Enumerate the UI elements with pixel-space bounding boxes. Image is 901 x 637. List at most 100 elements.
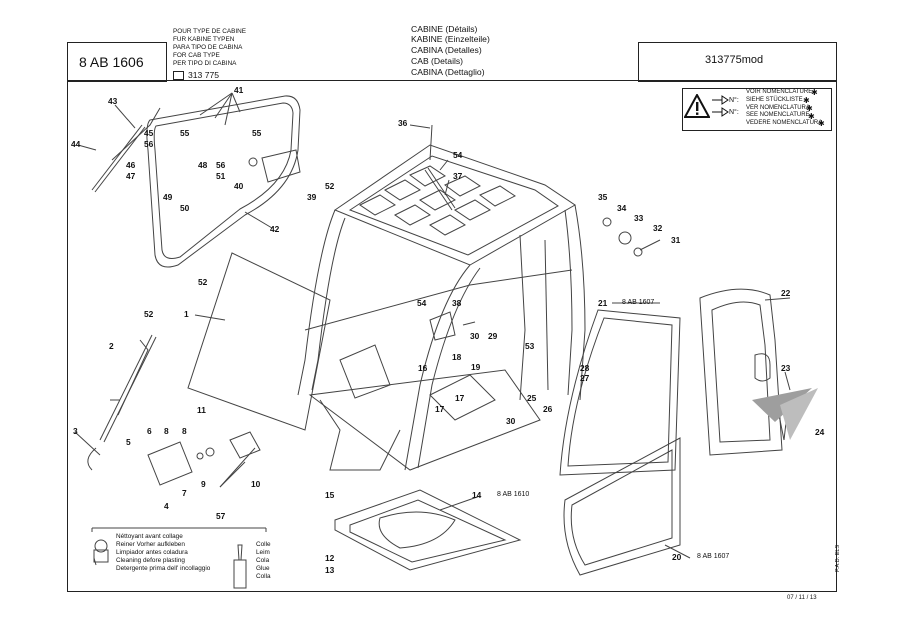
callout-54b: 54 [417, 298, 427, 308]
callout-54a: 54 [453, 150, 463, 160]
type-label-3: PARA TIPO DE CABINA [173, 44, 243, 51]
star-icon: ✱ [806, 104, 813, 113]
callout-56a: 56 [144, 139, 154, 149]
glue-label-5: Colla [256, 573, 271, 580]
callout-12: 12 [325, 553, 335, 563]
warning-line-4: SEE NOMENCLATURE [746, 112, 810, 118]
callout-55a: 55 [180, 128, 190, 138]
callout-26: 26 [543, 404, 553, 414]
callout-17a: 17 [455, 393, 465, 403]
callout-50: 50 [180, 203, 190, 213]
title-line-4: CAB (Details) [411, 56, 464, 66]
star-icon: ✱ [808, 112, 815, 121]
callout-49: 49 [163, 192, 173, 202]
callout-17b: 17 [435, 404, 445, 414]
callout-51: 51 [216, 171, 226, 181]
callout-36: 36 [398, 118, 408, 128]
cleaner-label-1: Néttoyant avant collage [116, 533, 183, 540]
callout-47: 47 [126, 171, 136, 181]
cab-frame-door-post-2 [544, 239, 549, 391]
callout-39: 39 [307, 192, 317, 202]
right-code: 313775mod [705, 54, 764, 66]
type-checkbox [173, 71, 184, 80]
glue-label-2: Leim [256, 549, 270, 556]
callout-16: 16 [418, 363, 428, 373]
cleaner-label-2: Reiner Vorher aufkleben [116, 541, 185, 548]
callout-4: 4 [164, 501, 169, 511]
callout-3: 3 [73, 426, 78, 436]
callout-30b: 30 [506, 416, 516, 426]
callout-5: 5 [126, 437, 131, 447]
type-label-4: FOR CAB TYPE [173, 52, 220, 59]
right-door-glass [559, 309, 681, 476]
callout-40: 40 [234, 181, 244, 191]
cab-frame-roof-inner [348, 155, 559, 256]
seal-strip-2 [780, 388, 818, 440]
wiper-motor [229, 431, 261, 459]
callout-22: 22 [781, 288, 791, 298]
ref-14: 8 AB 1610 [497, 491, 530, 498]
side-code: P.A.D. ELS [835, 544, 841, 572]
type-label-2: FUR KABINE TYPEN [173, 36, 235, 43]
glue-label-3: Cola [256, 557, 270, 564]
warning-triangle-icon [684, 94, 710, 118]
type-label-5: PER TIPO DI CABINA [173, 60, 237, 67]
glue-label-1: Colle [256, 541, 271, 548]
callout-53: 53 [525, 341, 535, 351]
title-line-3: CABINA (Detalles) [411, 45, 482, 55]
callout-43: 43 [108, 96, 118, 106]
callout-13: 13 [325, 565, 335, 575]
callout-11: 11 [197, 405, 206, 415]
callout-10: 10 [251, 479, 261, 489]
cab-frame-front-pillar [404, 264, 471, 471]
callout-46: 46 [126, 160, 136, 170]
callout-18: 18 [452, 352, 462, 362]
callout-19: 19 [471, 362, 481, 372]
warning-line-2: SIEHE STÜCKLISTE [746, 97, 803, 103]
callout-41: 41 [234, 85, 244, 95]
cab-frame-left-pillar-inner [311, 217, 346, 391]
cab-frame-roof [333, 144, 576, 266]
callout-57: 57 [216, 511, 226, 521]
warning-line-3: VER NOMENCLATURA [746, 105, 810, 111]
callout-56b: 56 [216, 160, 226, 170]
callout-24: 24 [815, 427, 825, 437]
title-line-2: KABINE (Einzelteile) [411, 34, 490, 44]
number-label-1: N°: [729, 97, 739, 104]
callout-25: 25 [527, 393, 537, 403]
callout-31: 31 [671, 235, 681, 245]
callout-23: 23 [781, 363, 791, 373]
callout-29: 29 [488, 331, 498, 341]
callout-28: 28 [580, 363, 590, 373]
type-value: 313 775 [188, 70, 220, 80]
title-line-5: CABINA (Dettaglio) [411, 67, 485, 77]
warning-line-5: VEDERE NOMENCLATURA [746, 120, 823, 126]
ref-21: 8 AB 1607 [622, 299, 655, 306]
side-door-frame [699, 288, 783, 456]
callout-33: 33 [634, 213, 644, 223]
diagram-frame [67, 80, 837, 592]
callout-21: 21 [598, 298, 608, 308]
callout-27: 27 [580, 373, 590, 383]
left-code-box [67, 42, 167, 82]
front-wiper-blade [99, 334, 153, 441]
callout-52a: 52 [325, 181, 335, 191]
callout-20: 20 [672, 552, 682, 562]
issue-date: 07 / 11 / 13 [787, 595, 817, 601]
callout-44: 44 [71, 139, 81, 149]
title-line-1: CABINE (Détails) [411, 24, 478, 34]
callout-6: 6 [147, 426, 152, 436]
number-label-2: N°: [729, 109, 739, 116]
cab-frame-rear-crossbar [304, 269, 573, 331]
cab-frame-door-post [519, 234, 526, 401]
callout-52c: 52 [144, 309, 154, 319]
floor-mat [334, 489, 522, 571]
right-code-box [638, 42, 837, 82]
callout-52b: 52 [198, 277, 208, 287]
callout-2: 2 [109, 341, 114, 351]
type-label-1: POUR TYPE DE CABINE [173, 28, 247, 35]
warning-box [682, 88, 832, 131]
rear-wiper-motor [261, 149, 301, 183]
ref-20: 8 AB 1607 [697, 553, 730, 560]
callout-35: 35 [598, 192, 608, 202]
